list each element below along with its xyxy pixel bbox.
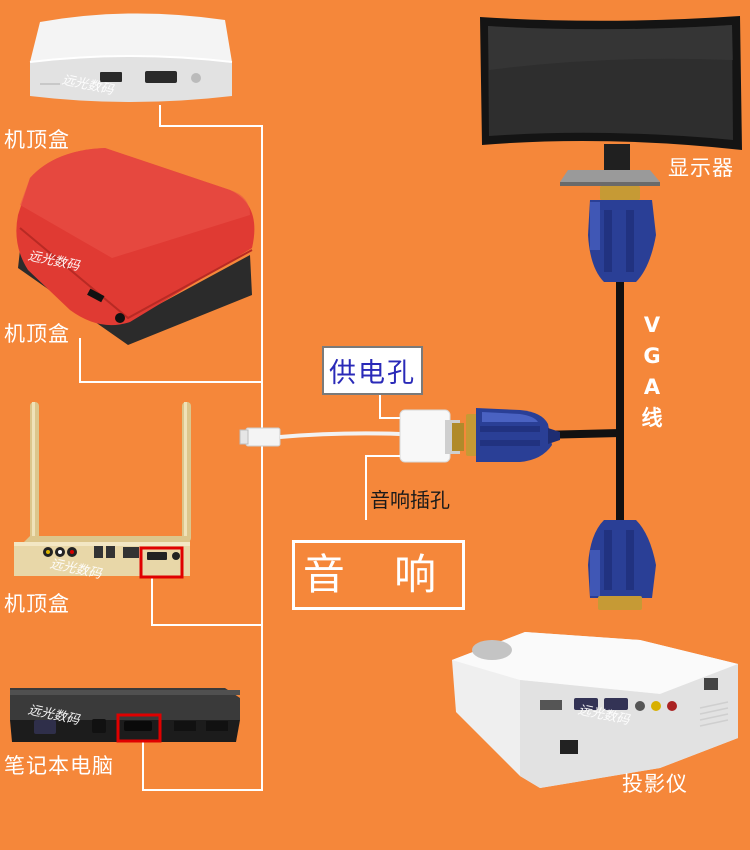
settop-box-2-label: 机顶盒: [4, 322, 70, 346]
hdmi-connection-lines: [79, 105, 263, 791]
vga-connector-icon: [452, 423, 464, 451]
line-box3: [151, 578, 262, 626]
hdmi-highlight-box: [139, 546, 184, 579]
hdmi-port-icon: [147, 552, 167, 560]
ethernet-port-icon: [123, 547, 139, 558]
hdmi-port-icon: [124, 721, 152, 731]
vga-connector-adapter: [466, 408, 560, 462]
antenna-icon: [182, 402, 191, 542]
usb-port-icon: [94, 546, 103, 558]
vga-connector-icon: [600, 186, 640, 200]
settop-box-1-label: 机顶盒: [4, 128, 70, 152]
hdmi-port-icon: [145, 71, 177, 83]
settop-box-3-label: 机顶盒: [4, 592, 70, 616]
laptop: [10, 688, 240, 743]
audio-jack-pointer: [365, 455, 400, 520]
vga-cable: [539, 280, 624, 520]
ethernet-port-icon: [704, 678, 718, 690]
hdmi-plug: [239, 427, 281, 447]
laptop-label: 笔记本电脑: [4, 754, 114, 778]
power-socket-icon: [560, 740, 578, 754]
usb-port-icon: [540, 700, 562, 710]
power-button-icon: [191, 73, 201, 83]
vga-connector-projector: [588, 520, 656, 610]
vga-cable-label-g: G: [643, 344, 661, 368]
vga-connector-monitor: [588, 186, 656, 282]
power-port-label: 供电孔: [322, 346, 423, 395]
vga-port-icon: [34, 720, 56, 734]
antenna-icon: [30, 402, 39, 542]
hdmi-highlight-box: [116, 713, 162, 743]
line-box2: [79, 338, 262, 383]
usb-port-icon: [174, 721, 196, 731]
usb-port-icon: [206, 721, 228, 731]
hdmi-cable: [279, 431, 401, 439]
vga-cable-label-a: A: [643, 375, 661, 399]
vga-cable-label-v: V: [643, 313, 661, 337]
settop-box-1: [29, 13, 233, 102]
usb-port-icon: [106, 546, 115, 558]
projector-label: 投影仪: [622, 772, 688, 796]
power-port-pointer: [379, 390, 400, 419]
power-jack-icon: [115, 313, 125, 323]
vga-cable-label-xian: 线: [641, 406, 663, 430]
audio-jack-label: 音响插孔: [370, 488, 450, 512]
settop-box-2: [16, 148, 255, 345]
hdmi-vga-adapter: [399, 409, 464, 463]
projector: [452, 632, 738, 788]
monitor-label: 显示器: [668, 156, 734, 180]
usb-port-icon: [100, 72, 122, 82]
speaker-label: 音 响: [292, 540, 465, 610]
monitor: [480, 16, 742, 186]
vga-port-icon: [604, 698, 628, 710]
line-main-vertical: [142, 105, 263, 791]
vga-port-icon: [574, 698, 598, 710]
vga-connector-icon: [598, 596, 642, 610]
settop-box-3: [14, 402, 191, 579]
